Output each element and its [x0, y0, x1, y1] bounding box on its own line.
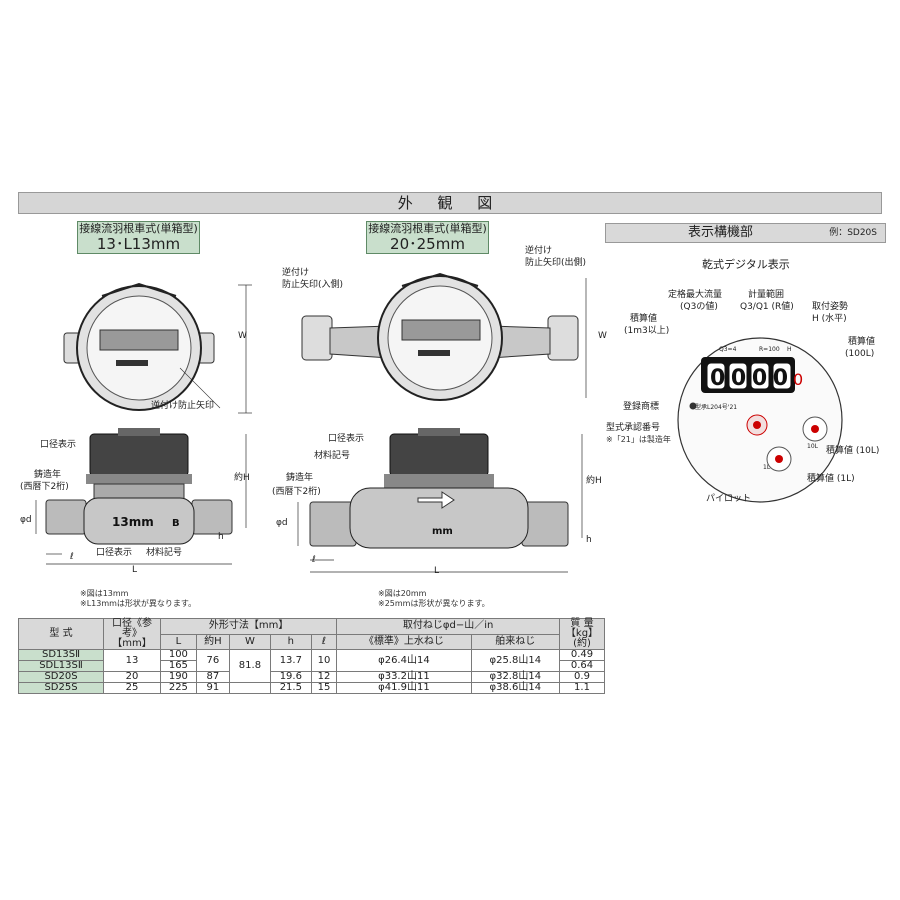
- th-thread: 取付ねじφd−山／in: [336, 618, 560, 635]
- spec-table: 型 式 口径《参考》【mm】 外形寸法【mm】 取付ねじφd−山／in 質 量【…: [18, 618, 605, 694]
- meter-b-W-label: W: [598, 331, 607, 341]
- disp-accum-1m3-sub: (1m3以上): [624, 326, 670, 336]
- meter-a-phi-d: φd: [20, 515, 32, 525]
- disp-range-sub: Q3/Q1 (R値): [740, 302, 794, 312]
- meter-a-caliber-bottom: 口径表示: [96, 548, 133, 558]
- meter-b-material: 材料記号: [314, 451, 351, 461]
- disp-accum-1m3: 積算値: [630, 314, 658, 324]
- th-std: 《標準》上水ねじ: [336, 633, 472, 650]
- meter-a-top-view: [63, 282, 215, 411]
- meter-b-backflow-in: 逆付け: [282, 268, 310, 278]
- meter-b-note1: ※図は20mm: [378, 589, 427, 598]
- meter-b-cast-year: 鋳造年: [286, 473, 314, 483]
- dial-stamp: 型承L204号'21: [695, 403, 737, 411]
- disp-accum-10l: 積算値 (10L): [826, 446, 880, 456]
- meter-a-cast-year: 鋳造年: [34, 470, 62, 480]
- disp-reg-mark: 登録商標: [623, 402, 660, 412]
- dial-h: H: [787, 346, 792, 353]
- th-caliber: 口径《参考》【mm】: [103, 618, 161, 650]
- disp-range: 計量範囲: [748, 290, 785, 300]
- meter-a-H-label: 約H: [234, 473, 250, 483]
- meter-b-side-view: [309, 428, 569, 549]
- disp-accum-100l: 積算値: [848, 337, 876, 347]
- dial-unit: m³: [769, 347, 783, 358]
- dial-q3: Q3=4: [719, 346, 737, 353]
- th-model: 型 式: [18, 618, 104, 650]
- meter-b-backflow-out: 逆付け: [525, 246, 553, 256]
- meter-b-phi-d: φd: [276, 518, 288, 528]
- model-a-type: 接線流羽根車式(単箱型): [79, 222, 198, 235]
- display-dial-drawing: 0000 0 m³ Q3=4 R=100 H 型承L204号'21 10L 1L: [677, 337, 843, 503]
- meter-b-L-label: L: [434, 566, 440, 576]
- model-b-type: 接線流羽根車式(単箱型): [368, 222, 487, 235]
- svg-text:B: B: [172, 518, 180, 529]
- meter-b-H-label: 約H: [586, 476, 602, 486]
- th-dims: 外形寸法【mm】: [159, 618, 338, 635]
- dial-red-digit: 0: [793, 370, 803, 389]
- th-mass: 質 量【kg】(約): [559, 618, 605, 650]
- meter-b-cast-year-sub: (西暦下2桁): [272, 487, 321, 497]
- meter-b-h-label: h: [586, 535, 592, 545]
- dial-1l: 1L: [763, 464, 771, 471]
- meter-a-W-label: W: [238, 331, 247, 341]
- meter-b-size-text: mm: [432, 526, 453, 537]
- meter-b-note2: ※25mmは形状が異なります。: [378, 599, 490, 608]
- table-row: SDL13SⅡ 165 0.64: [18, 660, 605, 672]
- meter-a-L-label: L: [132, 565, 138, 575]
- meter-b-l-label: ℓ: [312, 555, 316, 565]
- disp-approval: 型式承認番号: [606, 423, 661, 433]
- th-l: ℓ: [310, 633, 338, 650]
- meter-a-cast-year-sub: (西暦下2桁): [20, 482, 69, 492]
- table-row: SD25S 25 225 91 21.5 15 φ41.9山11 φ38.6山1…: [18, 682, 605, 694]
- th-h: h: [269, 633, 312, 650]
- model-b-size: 20･25mm: [390, 235, 465, 253]
- meter-b-backflow-in-2: 防止矢印(入側): [282, 280, 344, 290]
- meter-a-drawing: 13mm B: [35, 282, 252, 565]
- disp-pilot: パイロット: [706, 494, 752, 504]
- disp-mount-sub: H (水平): [812, 314, 847, 324]
- dial-digits: 0000: [710, 366, 794, 391]
- meter-a-caliber-label: 口径表示: [40, 440, 77, 450]
- th-W: W: [228, 633, 271, 650]
- disp-approval-note: ※「21」は製造年: [606, 435, 671, 444]
- th-H: 約H: [195, 633, 230, 650]
- exterior-view-banner: 外 観 図: [18, 192, 882, 214]
- disp-mount: 取付姿勢: [812, 302, 849, 312]
- disp-accum-100l-sub: (100L): [845, 349, 875, 359]
- display-example: 例：SD20S: [829, 228, 877, 238]
- meter-a-h-label: h: [218, 532, 224, 542]
- disp-accum-1l: 積算値 (1L): [807, 474, 855, 484]
- meter-a-side-view: [45, 428, 233, 545]
- dry-digital-title: 乾式デジタル表示: [702, 258, 790, 271]
- meter-a-l-label: ℓ: [70, 552, 74, 562]
- meter-b-caliber-label: 口径表示: [328, 434, 365, 444]
- meter-a-material: 材料記号: [146, 548, 183, 558]
- display-header-title: 表示構機部: [688, 225, 754, 240]
- disp-rated-flow-sub: (Q3の値): [680, 302, 718, 312]
- meter-b-backflow-out-2: 防止矢印(出側): [525, 258, 587, 268]
- disp-rated-flow: 定格最大流量: [668, 290, 723, 300]
- table-row: SD20S 20 190 87 19.6 12 φ33.2山11 φ32.8山1…: [18, 671, 605, 683]
- display-section-header: 表示構機部 例：SD20S: [605, 223, 886, 243]
- dial-10l: 10L: [807, 443, 819, 450]
- th-ship: 舶来ねじ: [470, 633, 561, 650]
- model-a-size: 13･L13mm: [96, 235, 181, 253]
- dial-r: R=100: [759, 346, 780, 353]
- model-b-label: 接線流羽根車式(単箱型) 20･25mm: [366, 221, 489, 254]
- meter-b-top-view: [301, 272, 579, 401]
- meter-b-drawing: mm: [297, 272, 587, 573]
- meter-a-note2: ※L13mmは形状が異なります。: [80, 599, 197, 608]
- meter-a-backflow-label: 逆付け防止矢印: [151, 401, 215, 411]
- meter-a-size-text: 13mm: [112, 515, 154, 529]
- model-a-label: 接線流羽根車式(単箱型) 13･L13mm: [77, 221, 200, 254]
- meter-a-note1: ※図は13mm: [80, 589, 129, 598]
- th-L: L: [160, 633, 197, 650]
- table-row: SD13SⅡ 13 100 76 81.8 13.7 10 φ26.4山14 φ…: [18, 649, 605, 683]
